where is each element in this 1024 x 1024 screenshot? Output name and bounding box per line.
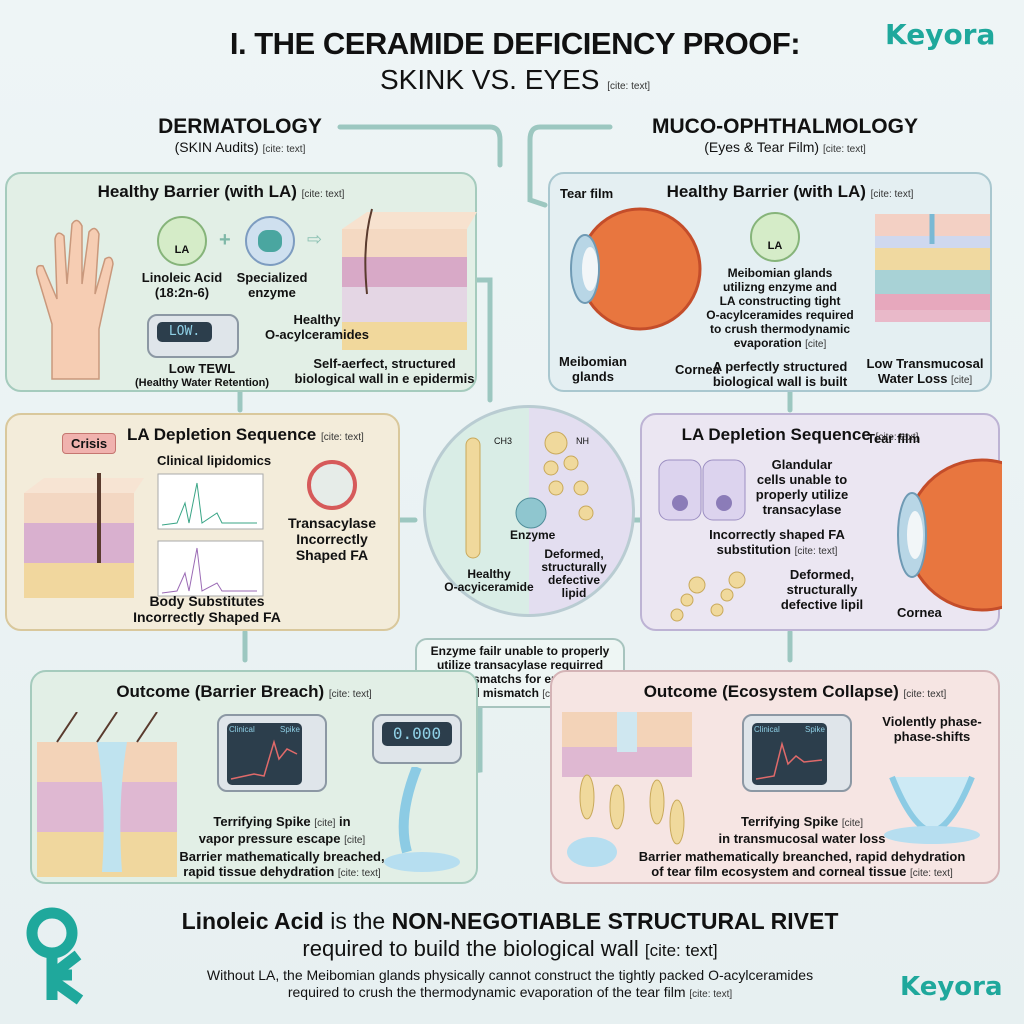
- linoleic-acid-molecule-icon: LA: [157, 216, 207, 266]
- eyeball-illustration: [897, 458, 1002, 612]
- panel-title: Healthy Barrier (with LA) [cite: text]: [666, 182, 914, 201]
- title-line-1: I. THE CERAMIDE DEFICIENCY PROOF:: [229, 26, 801, 61]
- eye-outcome-panel: Outcome (Ecosystem Collapse) [cite: text…: [550, 670, 1000, 884]
- footer-body: Without LA, the Meibomian glands physica…: [206, 967, 814, 1000]
- cite: [cite: text]: [607, 81, 650, 92]
- spike-monitor: Clinical Spike: [742, 714, 852, 792]
- cornea-label: Cornea: [675, 362, 720, 377]
- glandular-cells-illustration: [658, 459, 746, 521]
- skin-outcome-panel: Outcome (Barrier Breach) [cite: text] Cl…: [30, 670, 478, 884]
- blocked-enzyme-icon: [307, 460, 357, 510]
- dermatology-header: DERMATOLOGY (SKIN Audits) [cite: text]: [140, 115, 340, 155]
- spike-monitor: Clinical Spike: [217, 714, 327, 792]
- cornea-label: Cornea: [897, 605, 942, 620]
- skin-healthy-panel: Healthy Barrier (with LA) [cite: text] L…: [5, 172, 477, 392]
- skin-cross-section-illustration: [342, 208, 477, 350]
- monitor-screen: Clinical Spike: [752, 723, 827, 785]
- skin-block-illustration: [24, 473, 144, 598]
- ophthalmology-header: MUCO-OPHTHALMOLOGY (Eyes & Tear Film) [c…: [620, 115, 950, 155]
- la-badge: LA: [767, 240, 783, 252]
- column-title: MUCO-OPHTHALMOLOGY: [652, 115, 918, 138]
- eye-healthy-panel: Healthy Barrier (with LA) [cite: text] T…: [548, 172, 992, 392]
- column-subtitle: (SKIN Audits): [174, 139, 259, 155]
- tewl-monitor: LOW.: [147, 314, 239, 358]
- page-title: I. THE CERAMIDE DEFICIENCY PROOF: SKINK …: [150, 26, 880, 96]
- water-splash-illustration: [884, 775, 980, 844]
- cite: [cite: text]: [262, 144, 306, 155]
- arrow-right-icon: ⇨: [307, 229, 323, 249]
- footer-conclusion: Linoleic Acid is the NON-NEGOTIABLE STRU…: [110, 908, 910, 1003]
- deformed-lipid-illustration: [670, 571, 746, 622]
- mucosal-cell-layers-illustration: [875, 214, 990, 322]
- footer-subheadline: required to build the biological wall [c…: [302, 936, 718, 961]
- panel-title: Outcome (Ecosystem Collapse) [cite: text…: [643, 682, 947, 701]
- linoleic-acid-label: Linoleic Acid(18:2n-6): [141, 270, 223, 300]
- keyora-logo-footer: Keyora: [900, 972, 1003, 1002]
- breach-label: Barrier mathematically breached,rapid ti…: [179, 849, 385, 879]
- title-line-2: SKINK VS. EYES [cite: text]: [150, 64, 880, 96]
- panel-title: Outcome (Barrier Breach) [cite: text]: [116, 682, 372, 701]
- linoleic-acid-molecule-icon: LA: [750, 212, 800, 262]
- title-subject: SKINK VS. EYES: [380, 64, 600, 95]
- keyora-logo: Keyora: [885, 18, 996, 51]
- phase-shift-label: Violently phase-phase-shifts: [882, 714, 982, 744]
- skin-depletion-panel: LA Depletion Sequence [cite: text] Crisi…: [5, 413, 400, 631]
- cite: [cite: text]: [822, 144, 866, 155]
- panel-title: LA Depletion Sequence [cite: text]: [681, 425, 919, 444]
- meter-readout: 0.000: [382, 722, 452, 746]
- enzyme-icon: [245, 216, 295, 266]
- enzyme-label: Enzyme: [510, 528, 556, 542]
- collapse-label: Barrier mathematically breanched, rapid …: [638, 849, 966, 879]
- lipidomics-label: Clinical lipidomics: [157, 453, 272, 468]
- monitor-screen: Clinical Spike: [227, 723, 302, 785]
- crisis-badge: Crisis: [62, 433, 117, 454]
- tear-film-label: Tear film: [560, 186, 614, 201]
- keyora-key-logo-icon: [20, 905, 110, 1005]
- panel-title: Healthy Barrier (with LA) [cite: text]: [97, 182, 345, 201]
- lipidomics-charts: [157, 473, 264, 597]
- tewl-label: Low TEWL(Healthy Water Retention): [134, 361, 270, 389]
- monitor-readout: LOW.: [157, 322, 212, 342]
- la-badge: LA: [174, 244, 190, 256]
- footer-headline: Linoleic Acid is the NON-NEGOTIABLE STRU…: [181, 908, 839, 934]
- spike-label: Terrifying Spike [cite]in transmucosal w…: [718, 814, 886, 846]
- column-title: DERMATOLOGY: [158, 115, 322, 138]
- eye-depletion-panel: LA Depletion Sequence [cite: text] Gland…: [640, 413, 1002, 631]
- plus-icon: +: [219, 229, 231, 251]
- panel-title: LA Depletion Sequence [cite: text]: [127, 425, 364, 444]
- ch3-label: CH3: [494, 436, 513, 446]
- water-meter: 0.000: [372, 714, 462, 764]
- tear-film-label: Tear film: [867, 431, 921, 446]
- collapsed-tissue-illustration: [562, 712, 692, 867]
- breached-skin-illustration: [37, 712, 177, 877]
- column-subtitle: (Eyes & Tear Film): [704, 139, 820, 155]
- water-splash-illustration: [384, 767, 460, 872]
- nh-label: NH: [576, 436, 589, 446]
- lipid-molecules-illustration: [465, 431, 594, 559]
- eyeball-illustration: [570, 207, 702, 331]
- hand-icon: [35, 219, 114, 380]
